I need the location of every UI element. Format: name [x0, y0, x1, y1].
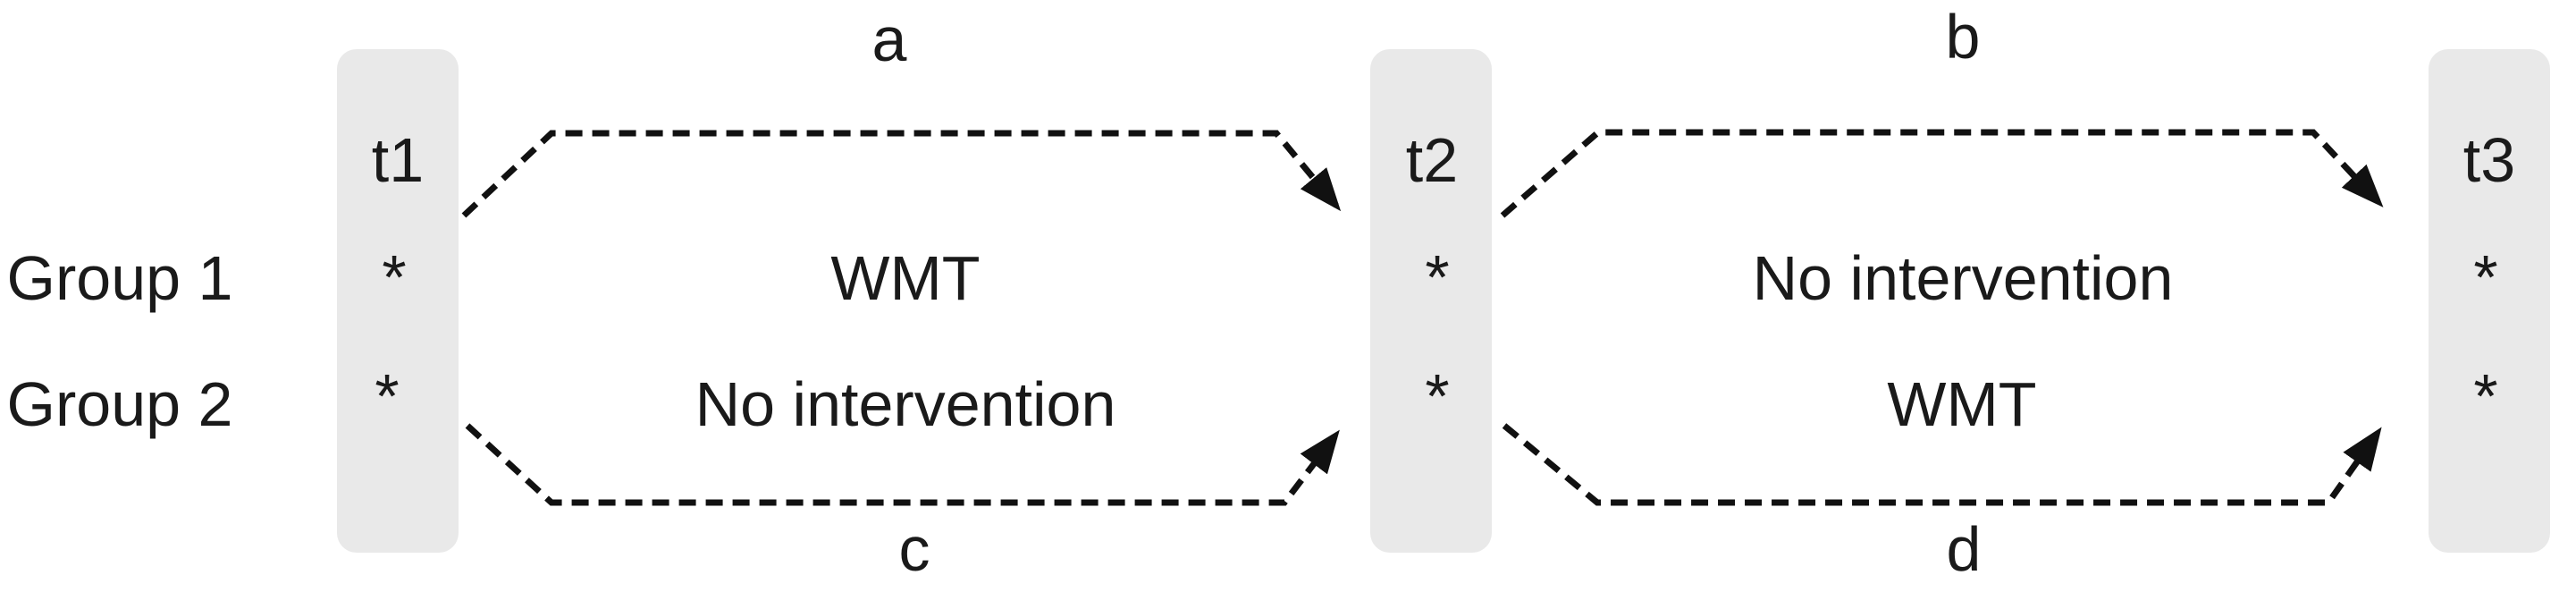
group-2-label: Group 2: [6, 369, 233, 439]
phase1-group1-condition: WMT: [830, 243, 981, 313]
path-label-c: c: [898, 514, 930, 584]
timepoint-label-t1: t1: [371, 125, 425, 195]
measurement-marker-t2-group2: *: [1425, 361, 1450, 431]
measurement-marker-t2-group1: *: [1425, 242, 1450, 312]
group-1-label: Group 1: [6, 243, 233, 313]
path-b-arrow: [1500, 129, 2384, 218]
timepoint-label-t2: t2: [1405, 125, 1459, 195]
phase2-group1-condition: No intervention: [1752, 243, 2174, 313]
timepoint-label-t3: t3: [2462, 125, 2516, 195]
measurement-marker-t1-group1: *: [382, 242, 407, 312]
timepoint-pillar-t1: [337, 49, 459, 553]
path-a-arrow: [461, 130, 1342, 218]
timepoint-pillar-t2: [1370, 49, 1492, 553]
measurement-marker-t3-group1: *: [2473, 242, 2498, 312]
path-label-b: b: [1945, 2, 1981, 72]
timepoint-pillar-t3: [2429, 49, 2550, 553]
phase2-group2-condition: WMT: [1887, 369, 2037, 439]
path-label-a: a: [871, 4, 907, 74]
measurement-marker-t3-group2: *: [2473, 361, 2498, 431]
measurement-marker-t1-group2: *: [375, 361, 400, 431]
phase1-group2-condition: No intervention: [695, 369, 1116, 439]
path-label-d: d: [1946, 514, 1982, 584]
path-c-arrow: [465, 423, 1340, 506]
path-d-arrow: [1502, 423, 2382, 506]
